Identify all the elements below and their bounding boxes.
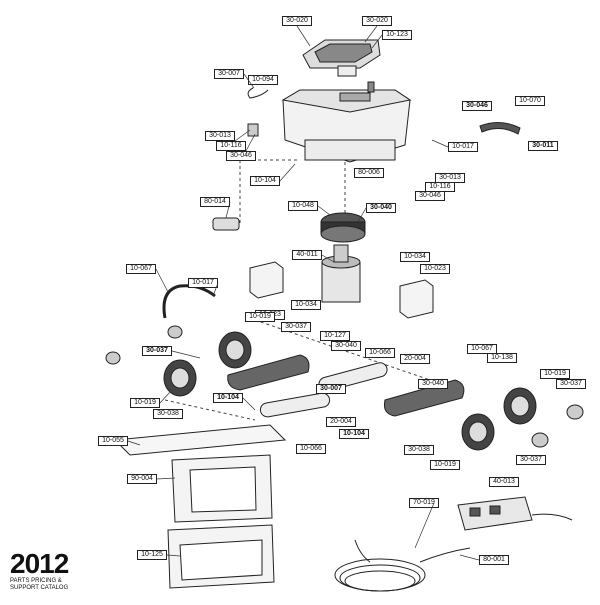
part-label: 30-046 <box>226 151 256 161</box>
catalog-year: 2012 <box>10 548 69 579</box>
wheel-right-upper <box>503 387 537 425</box>
wheel-left-upper <box>218 331 252 369</box>
part-label: 70-019 <box>409 498 439 508</box>
side-box-right-part <box>399 279 434 319</box>
part-label: 30-046 <box>415 191 445 201</box>
filter-canister-part <box>212 217 240 231</box>
part-label: 30-007 <box>316 384 346 394</box>
drive-track-left-part <box>227 354 310 391</box>
part-label: 30-020 <box>362 16 392 26</box>
part-label: 30-037 <box>516 455 546 465</box>
handle-cover-part <box>302 39 381 77</box>
part-label: 10-034 <box>291 300 321 310</box>
part-label: 30-046 <box>462 101 492 111</box>
part-label: 10-017 <box>448 142 478 152</box>
impeller-part <box>320 212 366 243</box>
part-label: 30-037 <box>142 346 172 356</box>
part-label: 10-104 <box>250 176 280 186</box>
caps-part <box>105 325 584 448</box>
part-label: 10-066 <box>296 444 326 454</box>
motor-unit-part <box>321 244 361 303</box>
part-label: 20-004 <box>400 354 430 364</box>
part-label: 10-070 <box>515 96 545 106</box>
part-label: 80-006 <box>354 168 384 178</box>
wheel-right-lower <box>461 413 495 451</box>
filter-base-part <box>167 524 275 589</box>
part-label: 10-067 <box>467 344 497 354</box>
part-label: 30-037 <box>556 379 586 389</box>
part-label: 10-055 <box>98 436 128 446</box>
drive-track-right-part <box>384 379 465 417</box>
part-label: 30-038 <box>153 409 183 419</box>
catalog-subtitle-line-2: SUPPORT CATALOG <box>10 585 69 591</box>
catalog-subtitle-line-1: PARTS PRICING & <box>10 578 62 584</box>
part-label: 30-013 <box>205 131 235 141</box>
part-label: 90-004 <box>127 474 157 484</box>
power-supply-part <box>457 496 573 531</box>
part-label: 10-034 <box>400 252 430 262</box>
part-label: 30-038 <box>404 445 434 455</box>
part-label: 10-138 <box>487 353 517 363</box>
part-label: 30-020 <box>282 16 312 26</box>
part-label: 10-104 <box>213 393 243 403</box>
filter-frame-part <box>171 454 273 523</box>
part-label: 10-127 <box>320 331 350 341</box>
part-label: 10-019 <box>430 460 460 470</box>
part-label: 10-094 <box>248 75 278 85</box>
part-label: 10-123 <box>382 30 412 40</box>
part-label: 10-104 <box>339 429 369 439</box>
part-label: 30-011 <box>528 141 558 151</box>
part-label: 10-017 <box>188 278 218 288</box>
bracket-left-part <box>247 87 269 137</box>
cable-coil-part <box>334 539 471 592</box>
part-label: 40-013 <box>489 477 519 487</box>
part-label: 80-001 <box>479 555 509 565</box>
part-label: 80-014 <box>200 197 230 207</box>
part-label: 30-040 <box>331 341 361 351</box>
part-label: 10-019 <box>130 398 160 408</box>
bottom-plate-part <box>113 424 287 456</box>
hose-part <box>162 284 216 319</box>
strap-part <box>479 122 521 135</box>
catalog-branding: 2012 PARTS PRICING & SUPPORT CATALOG <box>10 550 130 592</box>
wheel-left-lower <box>163 359 197 397</box>
part-label: 10-125 <box>137 550 167 560</box>
part-label: 30-007 <box>214 69 244 79</box>
part-label: 10-066 <box>365 348 395 358</box>
part-label: 20-004 <box>326 417 356 427</box>
part-label: 30-040 <box>418 379 448 389</box>
part-label: 30-040 <box>366 203 396 213</box>
part-label: 10-019 <box>540 369 570 379</box>
part-label: 10-048 <box>288 201 318 211</box>
part-label: 30-037 <box>281 322 311 332</box>
part-label: 10-067 <box>126 264 156 274</box>
part-label: 40-011 <box>292 250 322 260</box>
part-label: 10-019 <box>245 312 275 322</box>
part-label: 10-116 <box>216 141 246 151</box>
motor-housing-part <box>281 81 412 163</box>
side-box-left-part <box>249 261 284 299</box>
part-label: 10-023 <box>420 264 450 274</box>
